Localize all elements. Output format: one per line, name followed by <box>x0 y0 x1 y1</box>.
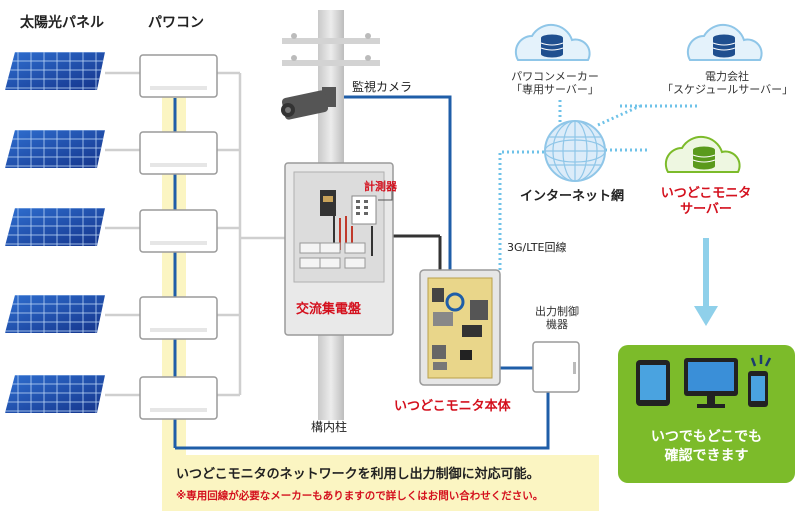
monitor-server-label: いつどこモニタ サーバー <box>652 186 760 217</box>
monitor-unit-graphic <box>419 269 501 386</box>
database-icon <box>693 146 715 170</box>
pcs-heading: パワコン <box>148 15 204 31</box>
dotted-links <box>498 100 700 270</box>
lte-label: 3G/LTE回線 <box>507 241 567 254</box>
camera-icon <box>281 87 336 120</box>
solar-panel-5 <box>5 375 105 413</box>
pole-label: 構内柱 <box>311 420 348 434</box>
monitor-server-line1: いつどこモニタ <box>660 186 752 201</box>
pcs-4 <box>139 296 218 340</box>
globe-icon <box>544 120 606 182</box>
devices-icon <box>636 355 772 408</box>
internet-label: インターネット網 <box>520 189 625 204</box>
pcs-1 <box>139 54 218 98</box>
pcs-3 <box>139 209 218 253</box>
pcs-2 <box>139 131 218 175</box>
solar-panels <box>5 52 105 413</box>
cloud-pcs-maker <box>514 23 591 61</box>
pcs-stripes <box>150 86 207 412</box>
note-sub-text: ※専用回線が必要なメーカーもありますので詳しくはお問い合わせください。 <box>176 490 544 502</box>
meter-label: 計測器 <box>364 180 397 193</box>
anywhere-line2: 確認できます <box>664 448 749 464</box>
power-company-line1: 電力会社 <box>705 70 749 83</box>
note-box: いつどこモニタのネットワークを利用し出力制御に対応可能。 ※専用回線が必要なメー… <box>162 455 599 511</box>
ac-wiring <box>105 71 285 397</box>
output-control-line1: 出力制御 <box>535 305 579 318</box>
output-control-label: 出力制御 機器 <box>534 305 580 331</box>
pcs-maker-line1: パワコンメーカー <box>511 70 599 83</box>
note-main-text: いつどこモニタのネットワークを利用し出力制御に対応可能。 <box>176 467 540 482</box>
database-icon <box>541 34 563 58</box>
pcs-5 <box>139 376 218 420</box>
power-company-line2: 「スケジュールサーバー」 <box>662 83 794 97</box>
output-control-device <box>532 341 580 393</box>
cloud-power-company <box>686 23 763 61</box>
down-arrow-icon <box>694 238 718 326</box>
pcs-maker-line2: 「専用サーバー」 <box>511 83 599 97</box>
anywhere-caption: いつでもどこでも 確認できます <box>618 428 795 466</box>
solar-panel-1 <box>5 52 105 90</box>
monitor-server-line2: サーバー <box>680 201 732 217</box>
anywhere-line1: いつでもどこでも <box>650 429 763 445</box>
output-control-line2: 機器 <box>546 318 568 332</box>
monitor-unit-label: いつどこモニタ本体 <box>394 399 511 414</box>
distribution-board-label: 交流集電盤 <box>296 302 362 317</box>
camera-label: 監視カメラ <box>352 80 413 94</box>
power-company-label: 電力会社 「スケジュールサーバー」 <box>662 70 794 97</box>
distribution-board-graphic <box>284 162 394 336</box>
database-icon <box>713 34 735 58</box>
solar-panel-2 <box>5 130 105 168</box>
pcs-maker-label: パワコンメーカー 「専用サーバー」 <box>502 70 608 96</box>
solar-panel-3 <box>5 208 105 246</box>
cloud-monitor-server <box>664 135 741 173</box>
solar-panel-4 <box>5 295 105 333</box>
solar-panel-heading: 太陽光パネル <box>20 15 104 31</box>
